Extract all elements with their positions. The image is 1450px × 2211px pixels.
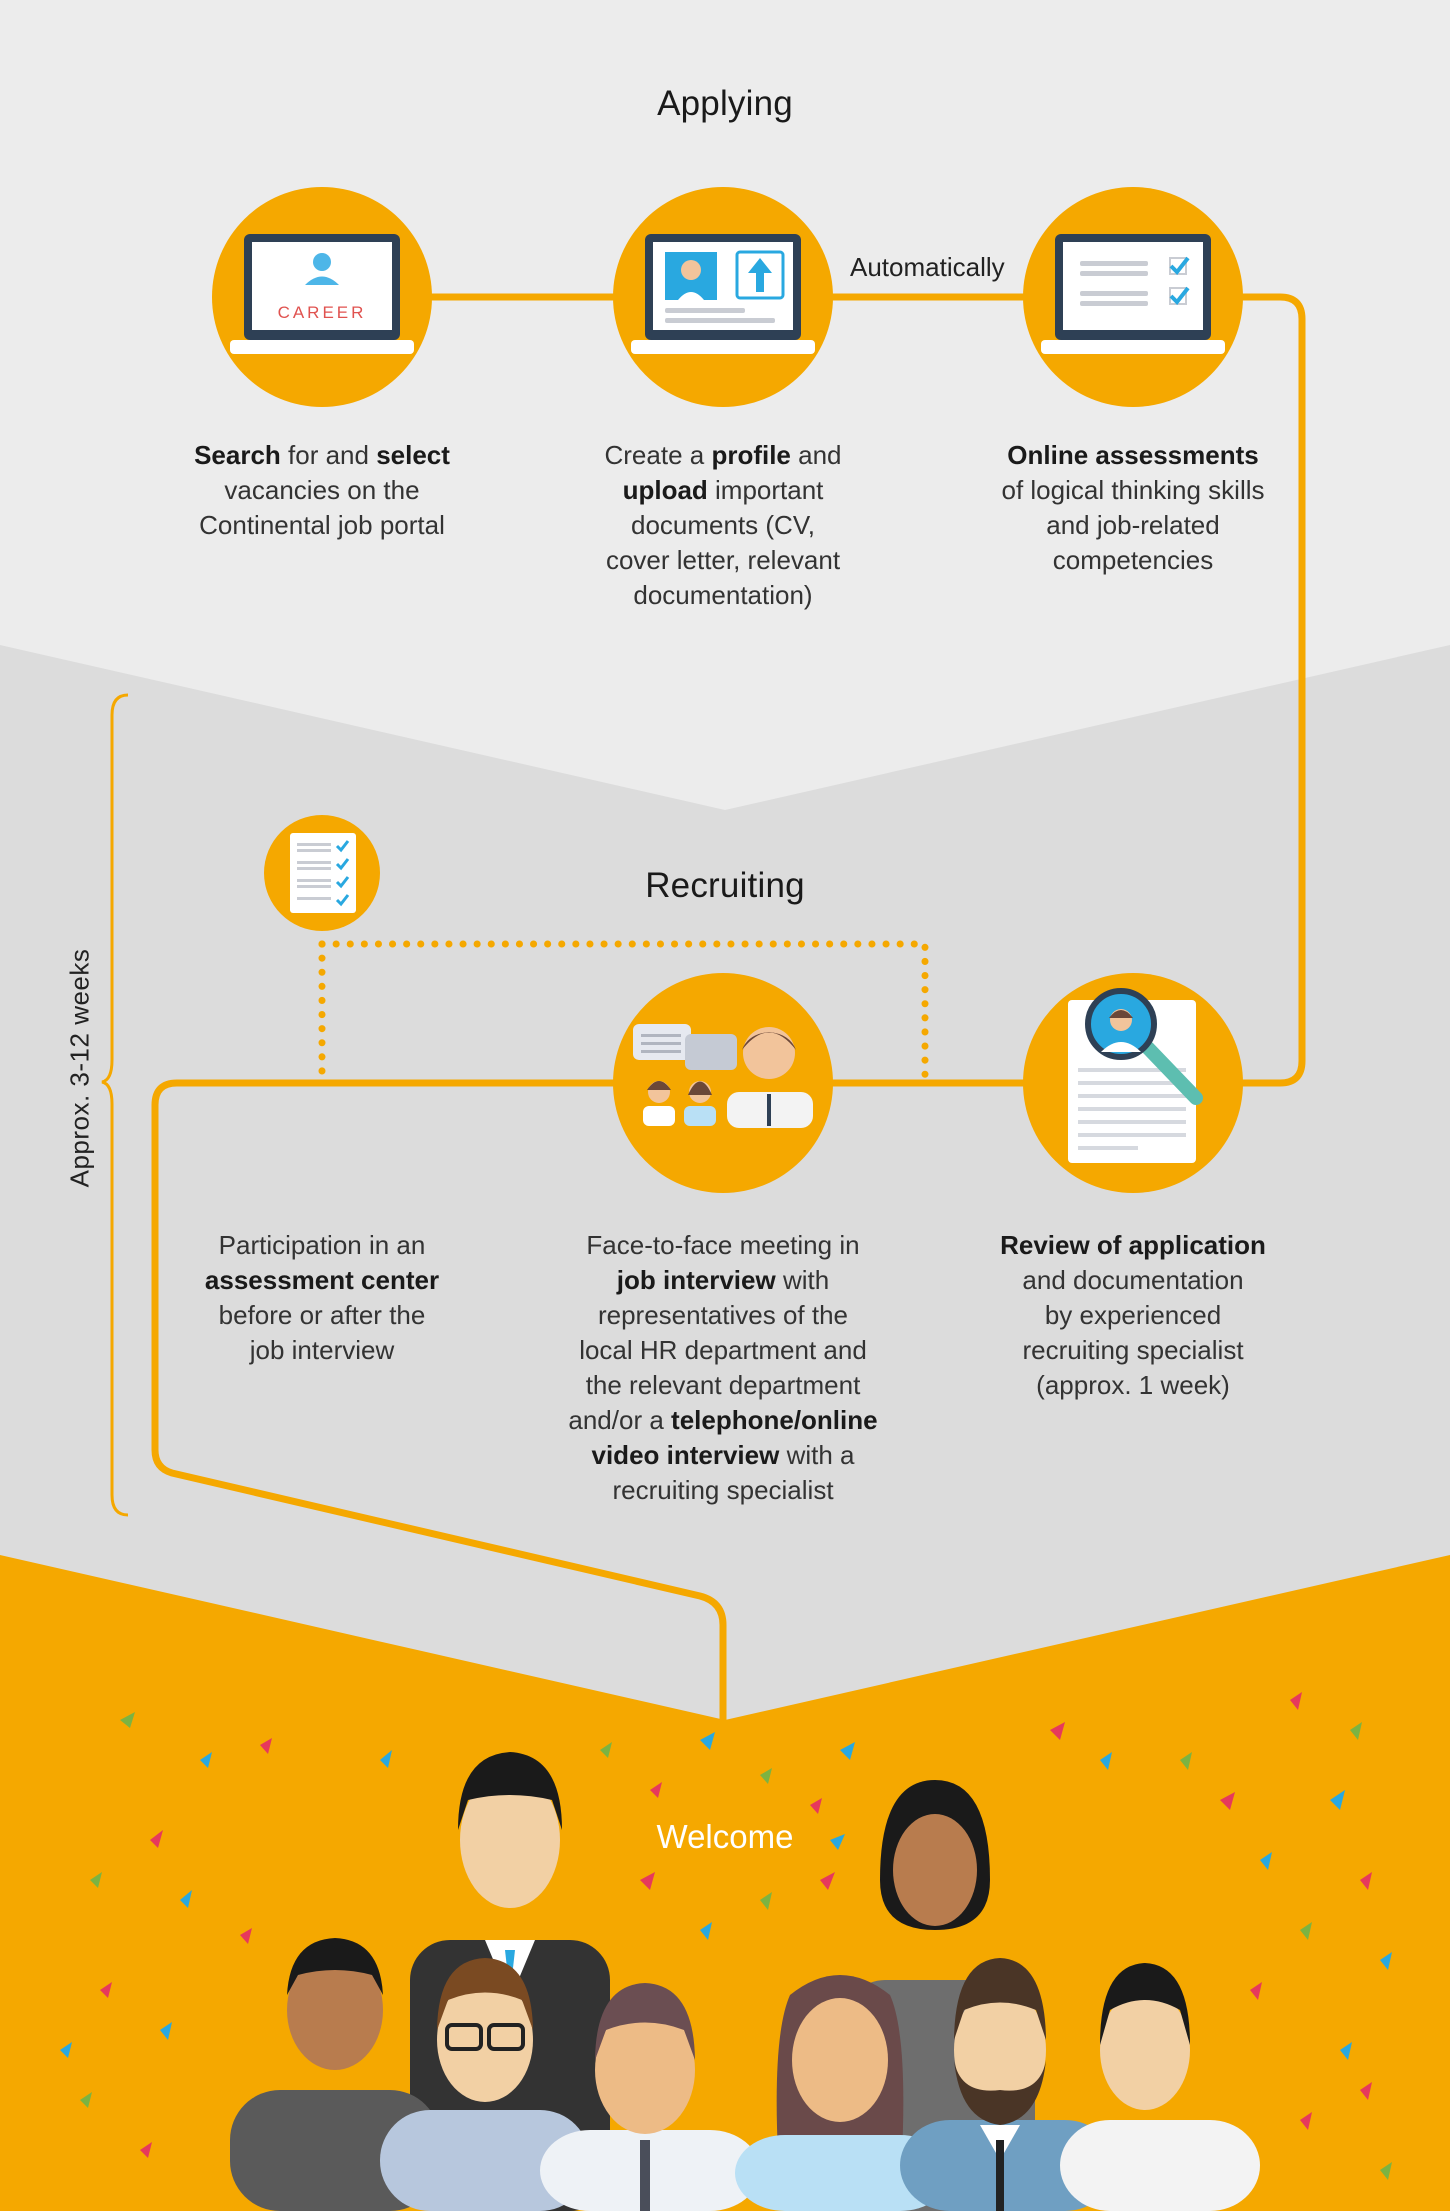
application-review-magnifier-circle (1023, 973, 1243, 1193)
desc-line: cover letter, relevant (605, 545, 841, 575)
duration-bracket-label: Approx. 3-12 weeks (64, 948, 95, 1188)
desc-line: and documentation (1022, 1265, 1244, 1295)
desc-line: documentation) (633, 580, 813, 610)
step-job-interview-description: Face-to-face meeting in job interview wi… (548, 1228, 898, 1508)
desc-line: of logical thinking skills (1001, 475, 1265, 505)
applying-section-title: Applying (657, 84, 793, 123)
step-application-review-description: Review of application and documentation … (968, 1228, 1298, 1403)
desc-line: Participation in an (218, 1230, 426, 1260)
desc-text: for and (280, 440, 377, 470)
step-assessment-center-description: Participation in an assessment center be… (157, 1228, 487, 1368)
desc-text: Create a (604, 440, 712, 470)
desc-line: Face-to-face meeting in (586, 1230, 860, 1260)
profile-bold: profile (711, 440, 791, 470)
welcome-people-illustration (230, 1752, 1260, 2211)
telephone-online-bold: telephone/online (671, 1405, 878, 1435)
online-assessment-laptop-circle (1023, 187, 1243, 407)
desc-line: before or after the (218, 1300, 426, 1330)
assessment-center-checklist-circle (264, 815, 380, 931)
desc-line: by experienced (1044, 1300, 1222, 1330)
desc-line: competencies (1052, 545, 1214, 575)
desc-line: recruiting specialist (1022, 1335, 1244, 1365)
desc-line: recruiting specialist (612, 1475, 834, 1505)
desc-line: the relevant department (585, 1370, 861, 1400)
desc-line: (approx. 1 week) (1036, 1370, 1230, 1400)
online-assessments-bold: Online assessments (1007, 440, 1259, 470)
recruiting-section-title: Recruiting (645, 866, 805, 905)
desc-text: important (707, 475, 824, 505)
desc-line: representatives of the (597, 1300, 849, 1330)
career-laptop-circle: CAREER (212, 187, 432, 407)
step-online-assessment-description: Online assessments of logical thinking s… (968, 438, 1298, 578)
video-interview-bold: video interview (591, 1440, 780, 1470)
desc-line: vacancies on the (224, 475, 420, 505)
upload-bold: upload (622, 475, 708, 505)
step-search-description: Search for and select vacancies on the C… (157, 438, 487, 543)
desc-text: and/or a (568, 1405, 672, 1435)
job-interview-people-circle (613, 973, 833, 1193)
desc-line: job interview (249, 1335, 395, 1365)
svg-text:CAREER: CAREER (278, 303, 367, 322)
desc-line: local HR department and (579, 1335, 867, 1365)
confetti-decoration (60, 1692, 1392, 2180)
profile-upload-laptop-circle (613, 187, 833, 407)
desc-text: with (775, 1265, 830, 1295)
desc-line: documents (CV, (630, 510, 816, 540)
review-of-application-bold: Review of application (1000, 1230, 1266, 1260)
desc-text: and (790, 440, 842, 470)
search-bold: Search (194, 440, 281, 470)
welcome-label: Welcome (656, 1818, 794, 1855)
job-interview-bold: job interview (616, 1265, 776, 1295)
desc-text: with a (779, 1440, 855, 1470)
desc-line: and job-related (1046, 510, 1220, 540)
assessment-center-bold: assessment center (204, 1265, 440, 1295)
step-profile-description: Create a profile and upload important do… (558, 438, 888, 613)
desc-line: Continental job portal (199, 510, 445, 540)
select-bold: select (376, 440, 450, 470)
automatically-connector-label: Automatically (850, 252, 1005, 282)
